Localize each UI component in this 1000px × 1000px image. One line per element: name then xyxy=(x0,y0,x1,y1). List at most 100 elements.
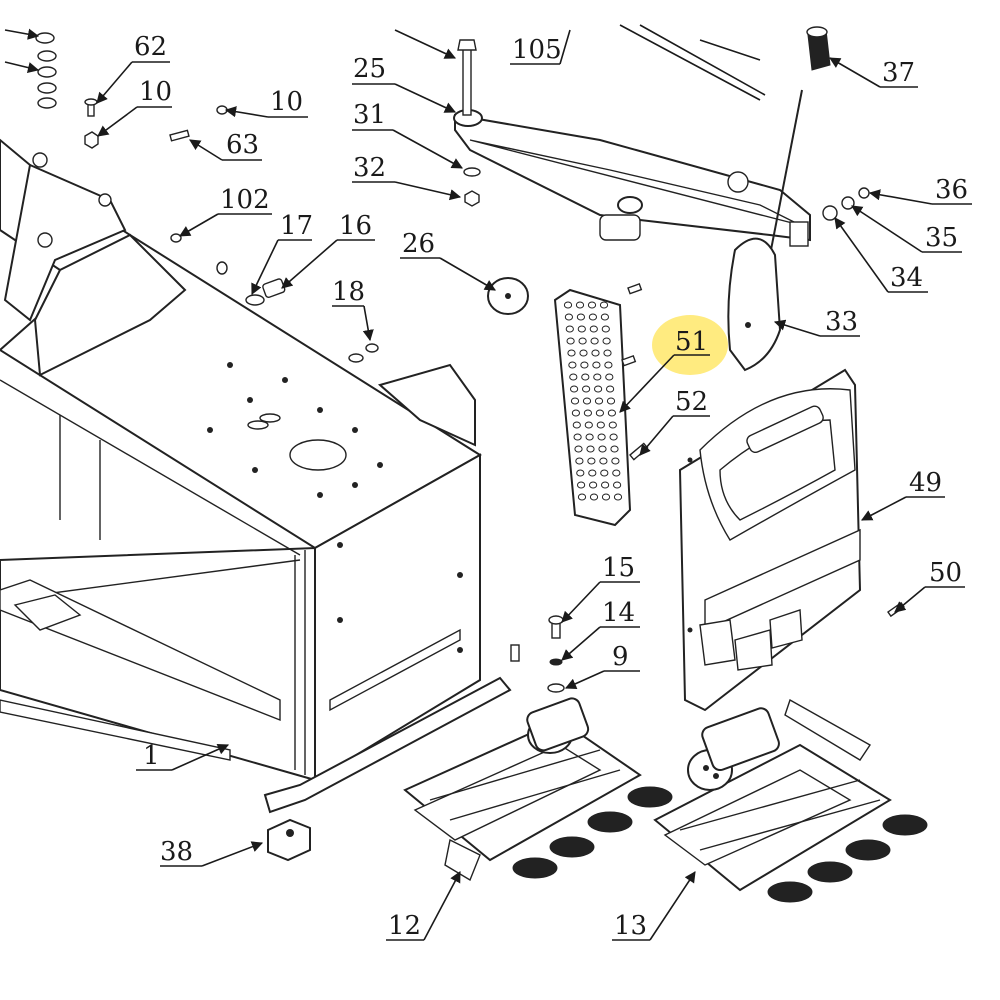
perforation-hole xyxy=(611,457,620,465)
perforation-hole xyxy=(591,349,600,357)
perforation-hole xyxy=(573,433,582,441)
cables xyxy=(619,24,766,101)
callout-62-label: 62 xyxy=(134,32,167,62)
callout-102: 102 xyxy=(179,185,272,237)
callout-25-label: 25 xyxy=(353,54,386,84)
part-38-block xyxy=(267,818,311,862)
callout-50-label: 50 xyxy=(929,558,962,588)
callout-15: 15 xyxy=(561,553,640,623)
perforation-hole xyxy=(583,409,593,417)
perforation-hole xyxy=(567,349,576,357)
perforation-hole xyxy=(600,313,610,321)
perforation-hole xyxy=(588,469,597,477)
perforation-hole xyxy=(588,313,598,321)
perforation-hole xyxy=(577,481,586,489)
perforation-hole xyxy=(582,397,592,405)
callout-36: 36 xyxy=(868,175,972,205)
callout-62: 62 xyxy=(96,32,170,104)
callout-51-label: 51 xyxy=(675,327,708,357)
callout-12-label: 12 xyxy=(388,911,421,941)
callout-17: 17 xyxy=(251,211,313,296)
perforation-hole xyxy=(589,493,599,501)
part-49-cover xyxy=(678,368,862,712)
perforation-hole xyxy=(571,409,581,417)
perforation-hole xyxy=(564,313,574,321)
perforation-hole xyxy=(565,325,574,333)
callout-16-label: 16 xyxy=(339,211,372,241)
part-12-pedal-assembly xyxy=(403,697,673,882)
perforation-hole xyxy=(589,325,598,333)
perforation-hole xyxy=(606,385,615,393)
callout-14-label: 14 xyxy=(602,598,635,628)
perforation-hole xyxy=(577,325,586,333)
callout-38: 38 xyxy=(160,837,264,867)
perforation-hole xyxy=(569,373,578,381)
perforation-hole xyxy=(576,313,586,321)
perforation-hole xyxy=(575,457,584,465)
perforation-hole xyxy=(570,385,579,393)
perforation-hole xyxy=(586,445,595,453)
callout-63-label: 63 xyxy=(226,130,259,160)
callout-13: 13 xyxy=(612,871,696,941)
callout-33: 33 xyxy=(773,307,860,337)
callout-31-label: 31 xyxy=(353,100,386,130)
perforation-hole xyxy=(596,421,605,429)
perforation-hole xyxy=(595,409,605,417)
callout-35: 35 xyxy=(851,205,962,253)
perforation-hole xyxy=(608,421,617,429)
callout-34-label: 34 xyxy=(890,263,923,293)
perforation-hole xyxy=(613,493,623,501)
callout-33-label: 33 xyxy=(825,307,858,337)
perforation-hole xyxy=(594,385,603,393)
callout-18: 18 xyxy=(332,277,374,342)
perforation-hole xyxy=(582,385,591,393)
perforation-hole xyxy=(599,457,608,465)
perforation-hole xyxy=(601,481,610,489)
callout-1: 1 xyxy=(136,741,230,771)
perforation-hole xyxy=(563,301,573,309)
callout-38-label: 38 xyxy=(160,837,193,867)
perforation-hole xyxy=(590,337,599,345)
perforation-hole xyxy=(601,325,610,333)
callout-16: 16 xyxy=(281,211,375,289)
perforation-hole xyxy=(572,421,581,429)
perforation-hole xyxy=(584,421,593,429)
callout-10-right: 10 xyxy=(224,87,308,118)
perforation-hole xyxy=(597,433,606,441)
perforation-hole xyxy=(602,337,611,345)
perforation-hole xyxy=(609,433,618,441)
perforation-hole xyxy=(585,433,594,441)
perforation-hole xyxy=(589,481,598,489)
callout-25: 25 xyxy=(352,54,457,113)
callout-52-label: 52 xyxy=(675,387,708,417)
part-16-17-clips xyxy=(245,278,286,306)
parts-34-35-36-washers xyxy=(822,187,870,221)
callout-37-label: 37 xyxy=(882,58,915,88)
callout-26-label: 26 xyxy=(402,229,435,259)
callout-37: 37 xyxy=(829,57,918,88)
perforation-hole xyxy=(587,457,596,465)
callout-17-label: 17 xyxy=(280,211,313,241)
perforation-hole xyxy=(603,349,612,357)
callout-105-label: 105 xyxy=(512,35,562,65)
callout-1-label: 1 xyxy=(143,741,160,771)
perforation-hole xyxy=(580,361,589,369)
perforation-hole xyxy=(600,469,609,477)
perforation-hole xyxy=(599,301,609,309)
perforation-hole xyxy=(568,361,577,369)
perforation-hole xyxy=(566,337,575,345)
callout-9-label: 9 xyxy=(612,642,629,672)
perforation-hole xyxy=(612,469,621,477)
perforation-hole xyxy=(570,397,580,405)
perforation-hole xyxy=(610,445,619,453)
part-52-bolt xyxy=(629,442,649,461)
perforation-hole xyxy=(576,469,585,477)
perforation-hole xyxy=(606,397,616,405)
perforation-hole xyxy=(575,301,585,309)
perforation-hole xyxy=(587,301,597,309)
perforation-hole xyxy=(593,373,602,381)
callout-50: 50 xyxy=(894,558,965,613)
callout-105: 105 xyxy=(510,29,571,65)
